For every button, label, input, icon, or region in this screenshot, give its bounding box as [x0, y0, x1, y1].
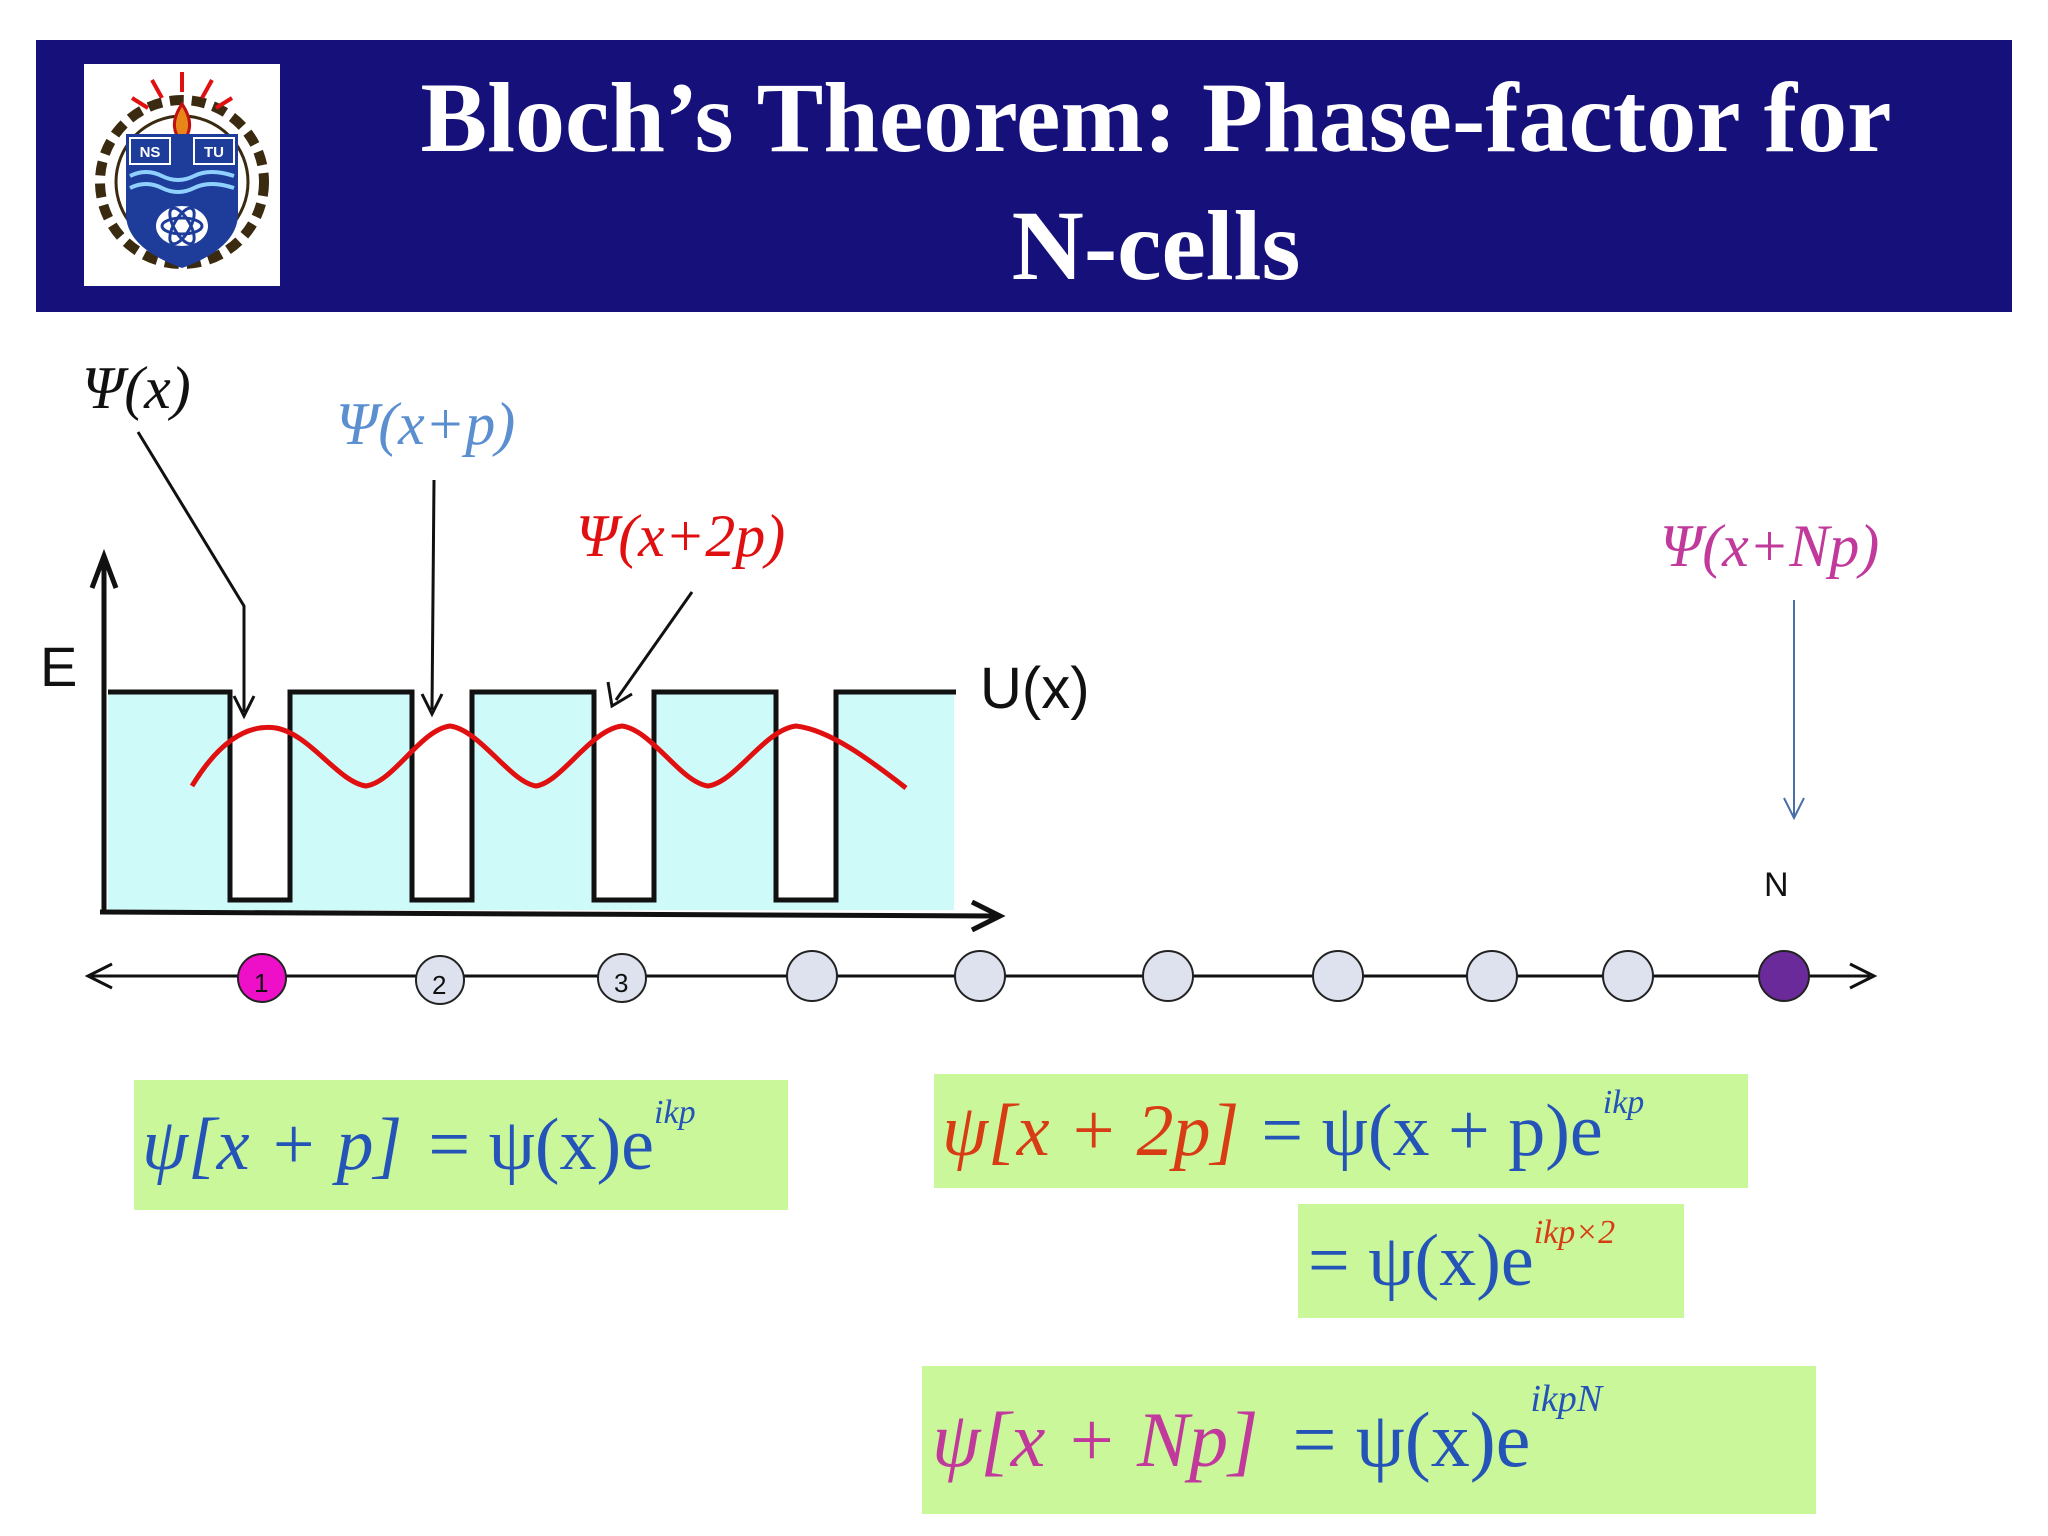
equation-2-rhs: = ψ(x + p)e — [1261, 1090, 1603, 1172]
university-logo: NS TU — [84, 64, 280, 286]
lattice-sites: 1 2 3 N — [237, 866, 1810, 1005]
lattice-site — [1142, 950, 1194, 1002]
equation-2-lhs: ψ[x + 2p] — [942, 1090, 1240, 1172]
equation-4-rhs: = ψ(x)e — [1292, 1396, 1531, 1483]
equation-4: ψ[x + Np] = ψ(x)e ikpN — [922, 1366, 1816, 1514]
equation-4-exponent: ikpN — [1530, 1378, 1603, 1420]
lattice-site-n — [1758, 950, 1810, 1002]
equation-3-exponent: ikp×2 — [1533, 1214, 1616, 1251]
psi-x-label: Ψ(x) — [82, 355, 191, 421]
equation-2-exponent: ikp — [1602, 1084, 1645, 1121]
lattice-site — [954, 950, 1006, 1002]
equation-3-rhs: = ψ(x)e — [1308, 1220, 1534, 1302]
pointer-arrow-n-head — [1783, 797, 1805, 821]
lattice-site-n-label: N — [1764, 866, 1789, 904]
svg-text:NS: NS — [140, 144, 161, 161]
position-axis-arrowhead — [970, 899, 1006, 933]
potential-profile — [108, 689, 956, 903]
nstu-logo-icon: NS TU — [95, 72, 269, 269]
lattice-left-arrowhead — [84, 962, 113, 990]
energy-axis-label: E — [40, 635, 77, 698]
lattice-site-1 — [237, 953, 287, 1003]
pointer-arrows — [136, 431, 694, 720]
potential-well-fill — [108, 692, 954, 910]
equation-1-rhs: = ψ(x)e — [428, 1104, 655, 1186]
wavefunction-curve — [189, 723, 908, 790]
lattice-site-2 — [415, 955, 465, 1005]
energy-axis-arrowhead — [89, 548, 119, 589]
equation-4-lhs: ψ[x + Np] — [932, 1396, 1259, 1483]
lattice-site — [1602, 950, 1654, 1002]
slide-title: Bloch’s Theorem: Phase-factor for N-cell… — [306, 54, 2006, 310]
psi-x-2p-label: Ψ(x+2p) — [576, 503, 785, 569]
slide-title-line-1: Bloch’s Theorem: Phase-factor for — [420, 62, 1892, 173]
lattice-site — [786, 950, 838, 1002]
potential-label: U(x) — [980, 656, 1090, 721]
lattice-site — [1312, 950, 1364, 1002]
equation-2: ψ[x + 2p] = ψ(x + p)e ikp — [934, 1074, 1748, 1188]
equation-1-exponent: ikp — [654, 1094, 696, 1131]
lattice-right-arrowhead — [1849, 962, 1878, 990]
lattice-site-3 — [597, 953, 647, 1003]
lattice-site-1-label: 1 — [254, 968, 268, 998]
psi-x-p-label: Ψ(x+p) — [336, 391, 515, 457]
lattice-site-3-label: 3 — [614, 968, 628, 998]
psi-x-np-label: Ψ(x+Np) — [1660, 513, 1879, 579]
equation-1: ψ[x + p] = ψ(x)e ikp — [134, 1080, 788, 1210]
position-axis — [99, 909, 997, 919]
title-banner: NS TU Bloch’s Theorem: Phase-factor for … — [36, 40, 2012, 312]
svg-text:TU: TU — [204, 144, 224, 161]
equation-3: = ψ(x)e ikp×2 — [1298, 1204, 1684, 1318]
slide-title-line-2: N-cells — [1011, 190, 1301, 301]
lattice-site — [1466, 950, 1518, 1002]
equation-1-lhs: ψ[x + p] — [142, 1104, 403, 1186]
lattice-site-2-label: 2 — [432, 970, 446, 1000]
